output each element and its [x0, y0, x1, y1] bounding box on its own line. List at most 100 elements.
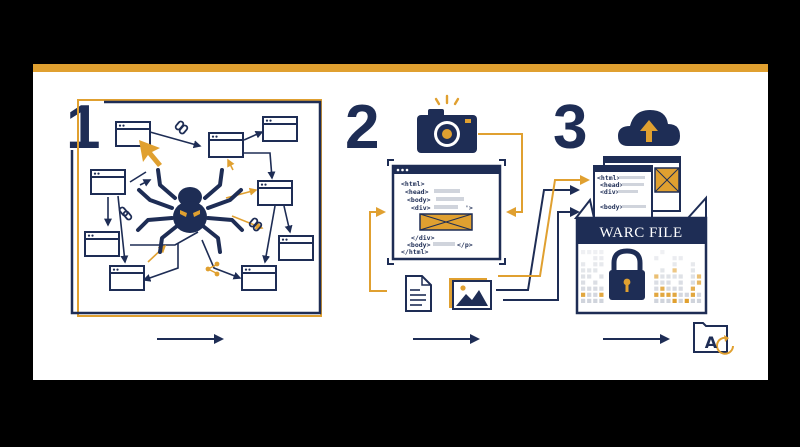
card-line-head: <head> — [600, 181, 624, 189]
pixel-block — [587, 298, 592, 303]
pixel-block — [678, 256, 683, 261]
pixel-block — [666, 280, 671, 285]
pixel-block — [672, 286, 677, 291]
step-3-number: 3 — [553, 93, 587, 162]
card-placeholder — [619, 176, 645, 179]
pixel-block — [690, 292, 695, 297]
pixel-block — [654, 274, 659, 279]
card-placeholder — [618, 190, 638, 193]
pixel-block — [690, 286, 695, 291]
card-image-placeholder — [654, 167, 680, 193]
warc-file-label: WARC FILE — [599, 225, 682, 241]
folder-icon — [693, 322, 734, 355]
pixel-block — [660, 268, 665, 273]
webpage-window-8 — [109, 265, 145, 291]
pixel-block — [581, 298, 586, 303]
pixel-block — [581, 274, 586, 279]
pixel-block — [696, 280, 702, 285]
webpage-window-3 — [262, 116, 298, 142]
link-icon — [118, 206, 133, 221]
pixel-block — [660, 274, 665, 279]
link-icon — [174, 120, 189, 135]
pixel-block — [666, 274, 671, 279]
crawl-links — [104, 130, 293, 282]
pixel-block — [599, 286, 604, 291]
pixel-block — [660, 280, 665, 285]
pixel-block — [593, 262, 598, 267]
code-line-body: <body> — [407, 196, 431, 204]
webpage-window-5 — [257, 180, 293, 206]
card-line-html: <html> — [597, 174, 621, 182]
code-line-dashed: '> — [465, 204, 473, 212]
pixel-block — [672, 268, 677, 273]
pixel-block — [593, 298, 598, 303]
pixel-block — [690, 298, 695, 303]
code-placeholder — [434, 205, 458, 209]
image-placeholder — [419, 213, 473, 231]
image-icon — [449, 278, 492, 310]
pixel-block — [581, 250, 586, 255]
pixel-block — [672, 274, 677, 279]
pixel-block — [581, 262, 586, 267]
cloud-upload-icon — [618, 110, 680, 146]
warc-archive-box: <html> <head> <div> <body> — [573, 156, 708, 315]
lock-icon — [609, 248, 645, 300]
link-icon — [248, 217, 263, 232]
pixel-block — [654, 298, 659, 303]
pixel-block — [690, 274, 695, 279]
pixel-block — [696, 298, 702, 303]
pixel-block — [690, 280, 695, 285]
card-line-body: <body> — [600, 203, 624, 211]
pixel-block — [660, 286, 665, 291]
pixel-block — [696, 292, 702, 297]
pixel-block — [696, 274, 702, 279]
document-icon — [405, 275, 432, 312]
pixel-block — [666, 286, 671, 291]
folder-letter: A — [705, 333, 718, 352]
pixel-block — [672, 298, 677, 303]
pixel-block — [587, 274, 592, 279]
pixel-block — [581, 292, 586, 297]
pixel-block — [654, 292, 659, 297]
pixel-block — [599, 292, 604, 297]
code-line-close-html: </html> — [401, 248, 428, 256]
pixel-block — [581, 280, 586, 285]
spider-icon — [136, 168, 244, 254]
pixel-block — [593, 280, 598, 285]
code-line-close-p: </p> — [457, 241, 473, 249]
pixel-block — [678, 274, 683, 279]
pixel-block — [660, 250, 665, 255]
pixel-block — [672, 292, 677, 297]
code-placeholder — [433, 242, 455, 246]
pixel-block — [593, 292, 598, 297]
webpage-window-9 — [241, 265, 277, 291]
webpage-window-7 — [278, 235, 314, 261]
share-icon — [205, 261, 220, 277]
pixel-block — [654, 280, 659, 285]
card-line-div: <div> — [600, 188, 620, 196]
card-placeholder — [622, 183, 644, 186]
step-2-number: 2 — [345, 93, 379, 162]
code-placeholder — [434, 189, 460, 193]
pixel-block — [666, 292, 671, 297]
code-line-html: <html> — [401, 180, 425, 188]
pixel-block — [684, 298, 689, 303]
pixel-block — [593, 286, 598, 291]
pixel-block — [678, 292, 683, 297]
archive-pixel-grid — [581, 250, 702, 303]
pixel-block — [587, 250, 592, 255]
pixel-block — [593, 268, 598, 273]
pixel-block — [599, 262, 604, 267]
pixel-block — [666, 298, 671, 303]
archive-arrows — [496, 185, 580, 301]
pixel-block — [599, 274, 604, 279]
crawl-frame — [70, 99, 322, 317]
pixel-block — [587, 292, 592, 297]
webpage-window-2 — [208, 132, 244, 158]
pixel-block — [587, 268, 592, 273]
code-line-body-2: <body> — [407, 241, 431, 249]
code-line-close-div: </div> — [411, 234, 435, 242]
code-line-head: <head> — [405, 188, 429, 196]
archive-arrow-gold — [498, 175, 590, 277]
